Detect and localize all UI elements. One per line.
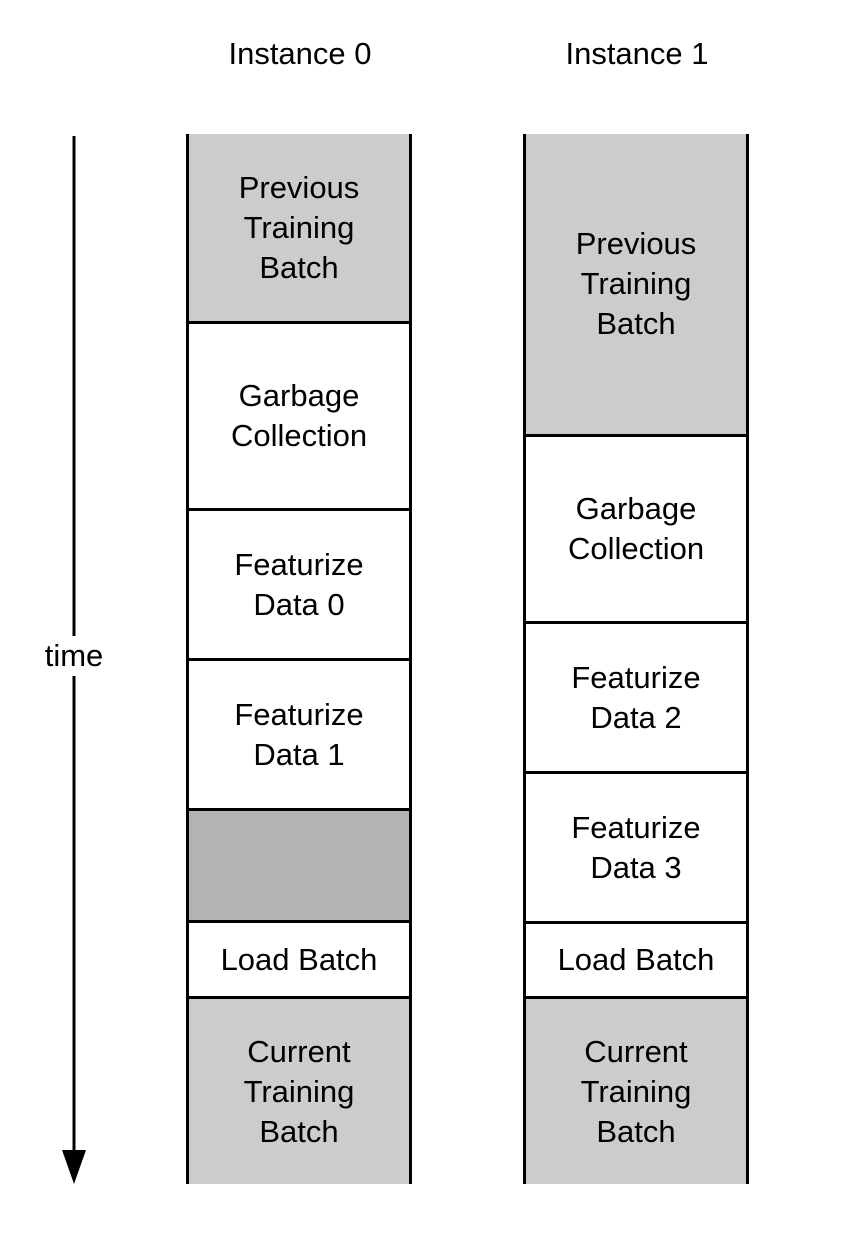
instance-1-block-featurize-data-2: Featurize Data 2: [526, 621, 746, 771]
block-label: Previous Training Batch: [575, 226, 697, 341]
block-label: Load Batch: [557, 942, 715, 977]
instance-0-block-idle: [189, 808, 409, 920]
block-label: Garbage Collection: [230, 378, 368, 453]
block-label: Featurize Data 0: [234, 546, 364, 622]
instance-0-block-featurize-data-0: Featurize Data 0: [189, 508, 409, 658]
instance-1-title: Instance 1: [565, 36, 709, 71]
time-arrow: [62, 136, 86, 1184]
instance-1-block-previous-training-batch: Previous Training Batch: [526, 134, 746, 434]
block-label: Previous Training Batch: [238, 169, 360, 285]
block-label: Featurize Data 1: [234, 696, 364, 772]
instance-0-block-featurize-data-1: Featurize Data 1: [189, 658, 409, 808]
instance-0-block-current-training-batch: Current Training Batch: [189, 996, 409, 1184]
time-axis-label: time: [24, 636, 124, 676]
block-label: Current Training Batch: [243, 1033, 355, 1149]
instance-1-block-featurize-data-3: Featurize Data 3: [526, 771, 746, 921]
block-label: Featurize Data 3: [571, 809, 701, 885]
block-label: Current Training Batch: [580, 1033, 692, 1149]
block-label: Load Batch: [220, 941, 378, 977]
block-label: Featurize Data 2: [571, 659, 701, 735]
instance-1-block-current-training-batch: Current Training Batch: [526, 996, 746, 1184]
time-axis: time: [0, 0, 150, 1228]
instance-1-block-load-batch: Load Batch: [526, 921, 746, 996]
instance-0-block-load-batch: Load Batch: [189, 920, 409, 996]
instance-1-block-garbage-collection: Garbage Collection: [526, 434, 746, 621]
time-arrow-head: [62, 1150, 86, 1184]
block-label: Garbage Collection: [567, 491, 705, 566]
instance-0-title: Instance 0: [228, 36, 372, 71]
instance-1-timeline: Previous Training Batch Garbage Collecti…: [523, 134, 749, 1184]
instance-0-block-garbage-collection: Garbage Collection: [189, 321, 409, 508]
instance-0-block-previous-training-batch: Previous Training Batch: [189, 134, 409, 321]
instance-0-timeline: Previous Training Batch Garbage Collecti…: [186, 134, 412, 1184]
